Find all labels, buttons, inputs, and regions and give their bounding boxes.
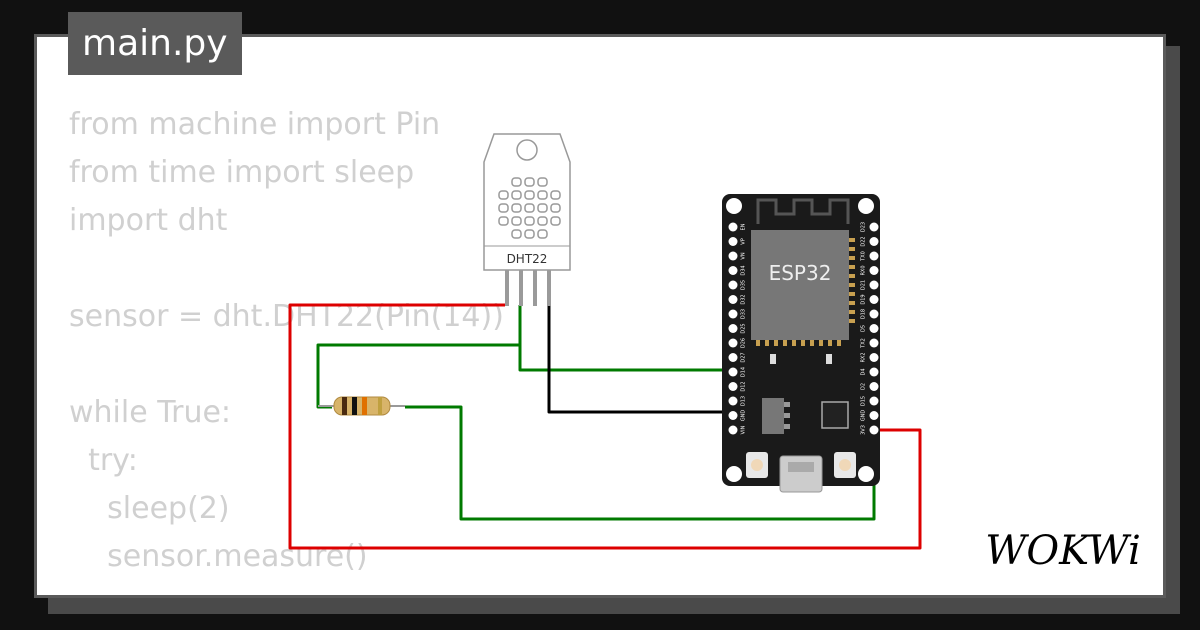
- header-pin[interactable]: [869, 367, 879, 377]
- pin-label: D2: [861, 383, 867, 390]
- pin-label: GND: [741, 410, 747, 422]
- header-pin[interactable]: [728, 382, 738, 391]
- header-pin[interactable]: [728, 280, 738, 290]
- header-pin[interactable]: [728, 338, 738, 348]
- file-tab[interactable]: main.py: [68, 12, 242, 75]
- pin-label: GND: [861, 410, 867, 422]
- header-pin[interactable]: [728, 266, 738, 275]
- pin-label: VP: [741, 238, 747, 244]
- header-pin[interactable]: [869, 425, 879, 435]
- pin-label: TX0: [861, 251, 867, 262]
- code-line: while True:: [69, 395, 232, 430]
- code-line: sleep(2): [69, 491, 230, 526]
- pin-label: 3V3: [861, 425, 867, 435]
- header-pin[interactable]: [869, 280, 879, 290]
- header-pin[interactable]: [728, 367, 738, 377]
- header-pin[interactable]: [728, 353, 738, 362]
- wire-green-data: [518, 305, 727, 372]
- header-pin[interactable]: [728, 222, 738, 232]
- header-pin[interactable]: [869, 324, 879, 333]
- header-pin[interactable]: [869, 353, 879, 362]
- resistor[interactable]: [318, 396, 405, 416]
- code-line: try:: [69, 443, 138, 478]
- code-background: from machine import Pin from time import…: [37, 37, 1163, 595]
- header-pin[interactable]: [728, 295, 738, 304]
- esp32-chip: [751, 230, 849, 340]
- code-line: from machine import Pin: [69, 107, 441, 142]
- wokwi-logo: WOKWi: [985, 528, 1141, 574]
- header-pin[interactable]: [728, 251, 738, 261]
- header-pin[interactable]: [869, 251, 879, 261]
- pin-label: D27: [741, 352, 747, 362]
- header-pin[interactable]: [728, 237, 738, 246]
- chip-label: ESP32: [769, 261, 832, 285]
- header-pin[interactable]: [728, 411, 738, 420]
- pin-label: D4: [861, 368, 867, 375]
- pin-label: D34: [741, 265, 747, 275]
- header-pin[interactable]: [869, 222, 879, 232]
- header-pin[interactable]: [869, 396, 879, 406]
- header-pin[interactable]: [869, 338, 879, 348]
- header-pin[interactable]: [728, 309, 738, 319]
- usb-port: [779, 455, 823, 493]
- code-line: sensor.measure(): [69, 539, 368, 574]
- pin-label: D13: [741, 396, 747, 406]
- wire-green-vcc: [405, 405, 876, 521]
- pin-label: VIN: [741, 425, 747, 434]
- pin-label: D12: [741, 381, 747, 391]
- pin-label: D19: [861, 294, 867, 304]
- header-pin[interactable]: [869, 295, 879, 304]
- sensor-label: DHT22: [507, 252, 548, 266]
- pin-label: D15: [861, 396, 867, 406]
- pin-label: D22: [861, 236, 867, 246]
- pin-label: TX2: [861, 338, 867, 349]
- pin-label: D32: [741, 294, 747, 304]
- esp32-board[interactable]: ESP32 ENVPVND34D35D32D33D25D26D27D14D12D…: [722, 194, 880, 493]
- pin-label: D14: [741, 367, 747, 377]
- pin-label: D35: [741, 280, 747, 290]
- wire-black-gnd: [547, 305, 727, 414]
- pin-label: EN: [741, 223, 747, 230]
- header-pin[interactable]: [728, 324, 738, 333]
- code-line: from time import sleep: [69, 155, 415, 190]
- dht22-sensor[interactable]: DHT22: [483, 133, 571, 306]
- pin-label: D21: [861, 280, 867, 290]
- pin-label: D18: [861, 309, 867, 319]
- pin-label: D5: [861, 325, 867, 332]
- code-line: import dht: [69, 203, 228, 238]
- header-pin[interactable]: [728, 425, 738, 435]
- pin-label: D33: [741, 309, 747, 319]
- header-pin[interactable]: [869, 411, 879, 420]
- header-pin[interactable]: [869, 309, 879, 319]
- pin-label: D23: [861, 222, 867, 232]
- logo-text: WOKWi: [985, 528, 1141, 574]
- pin-label: D26: [741, 338, 747, 348]
- header-pin[interactable]: [728, 396, 738, 406]
- pin-label: RX0: [861, 265, 867, 275]
- pin-label: D25: [741, 323, 747, 333]
- header-pin[interactable]: [869, 382, 879, 391]
- header-pin[interactable]: [869, 237, 879, 246]
- pin-label: RX2: [861, 352, 867, 362]
- wire-red: [288, 303, 922, 550]
- pin-label: VN: [741, 252, 747, 259]
- header-pin[interactable]: [869, 266, 879, 275]
- diagram-card: from machine import Pin from time import…: [34, 34, 1166, 598]
